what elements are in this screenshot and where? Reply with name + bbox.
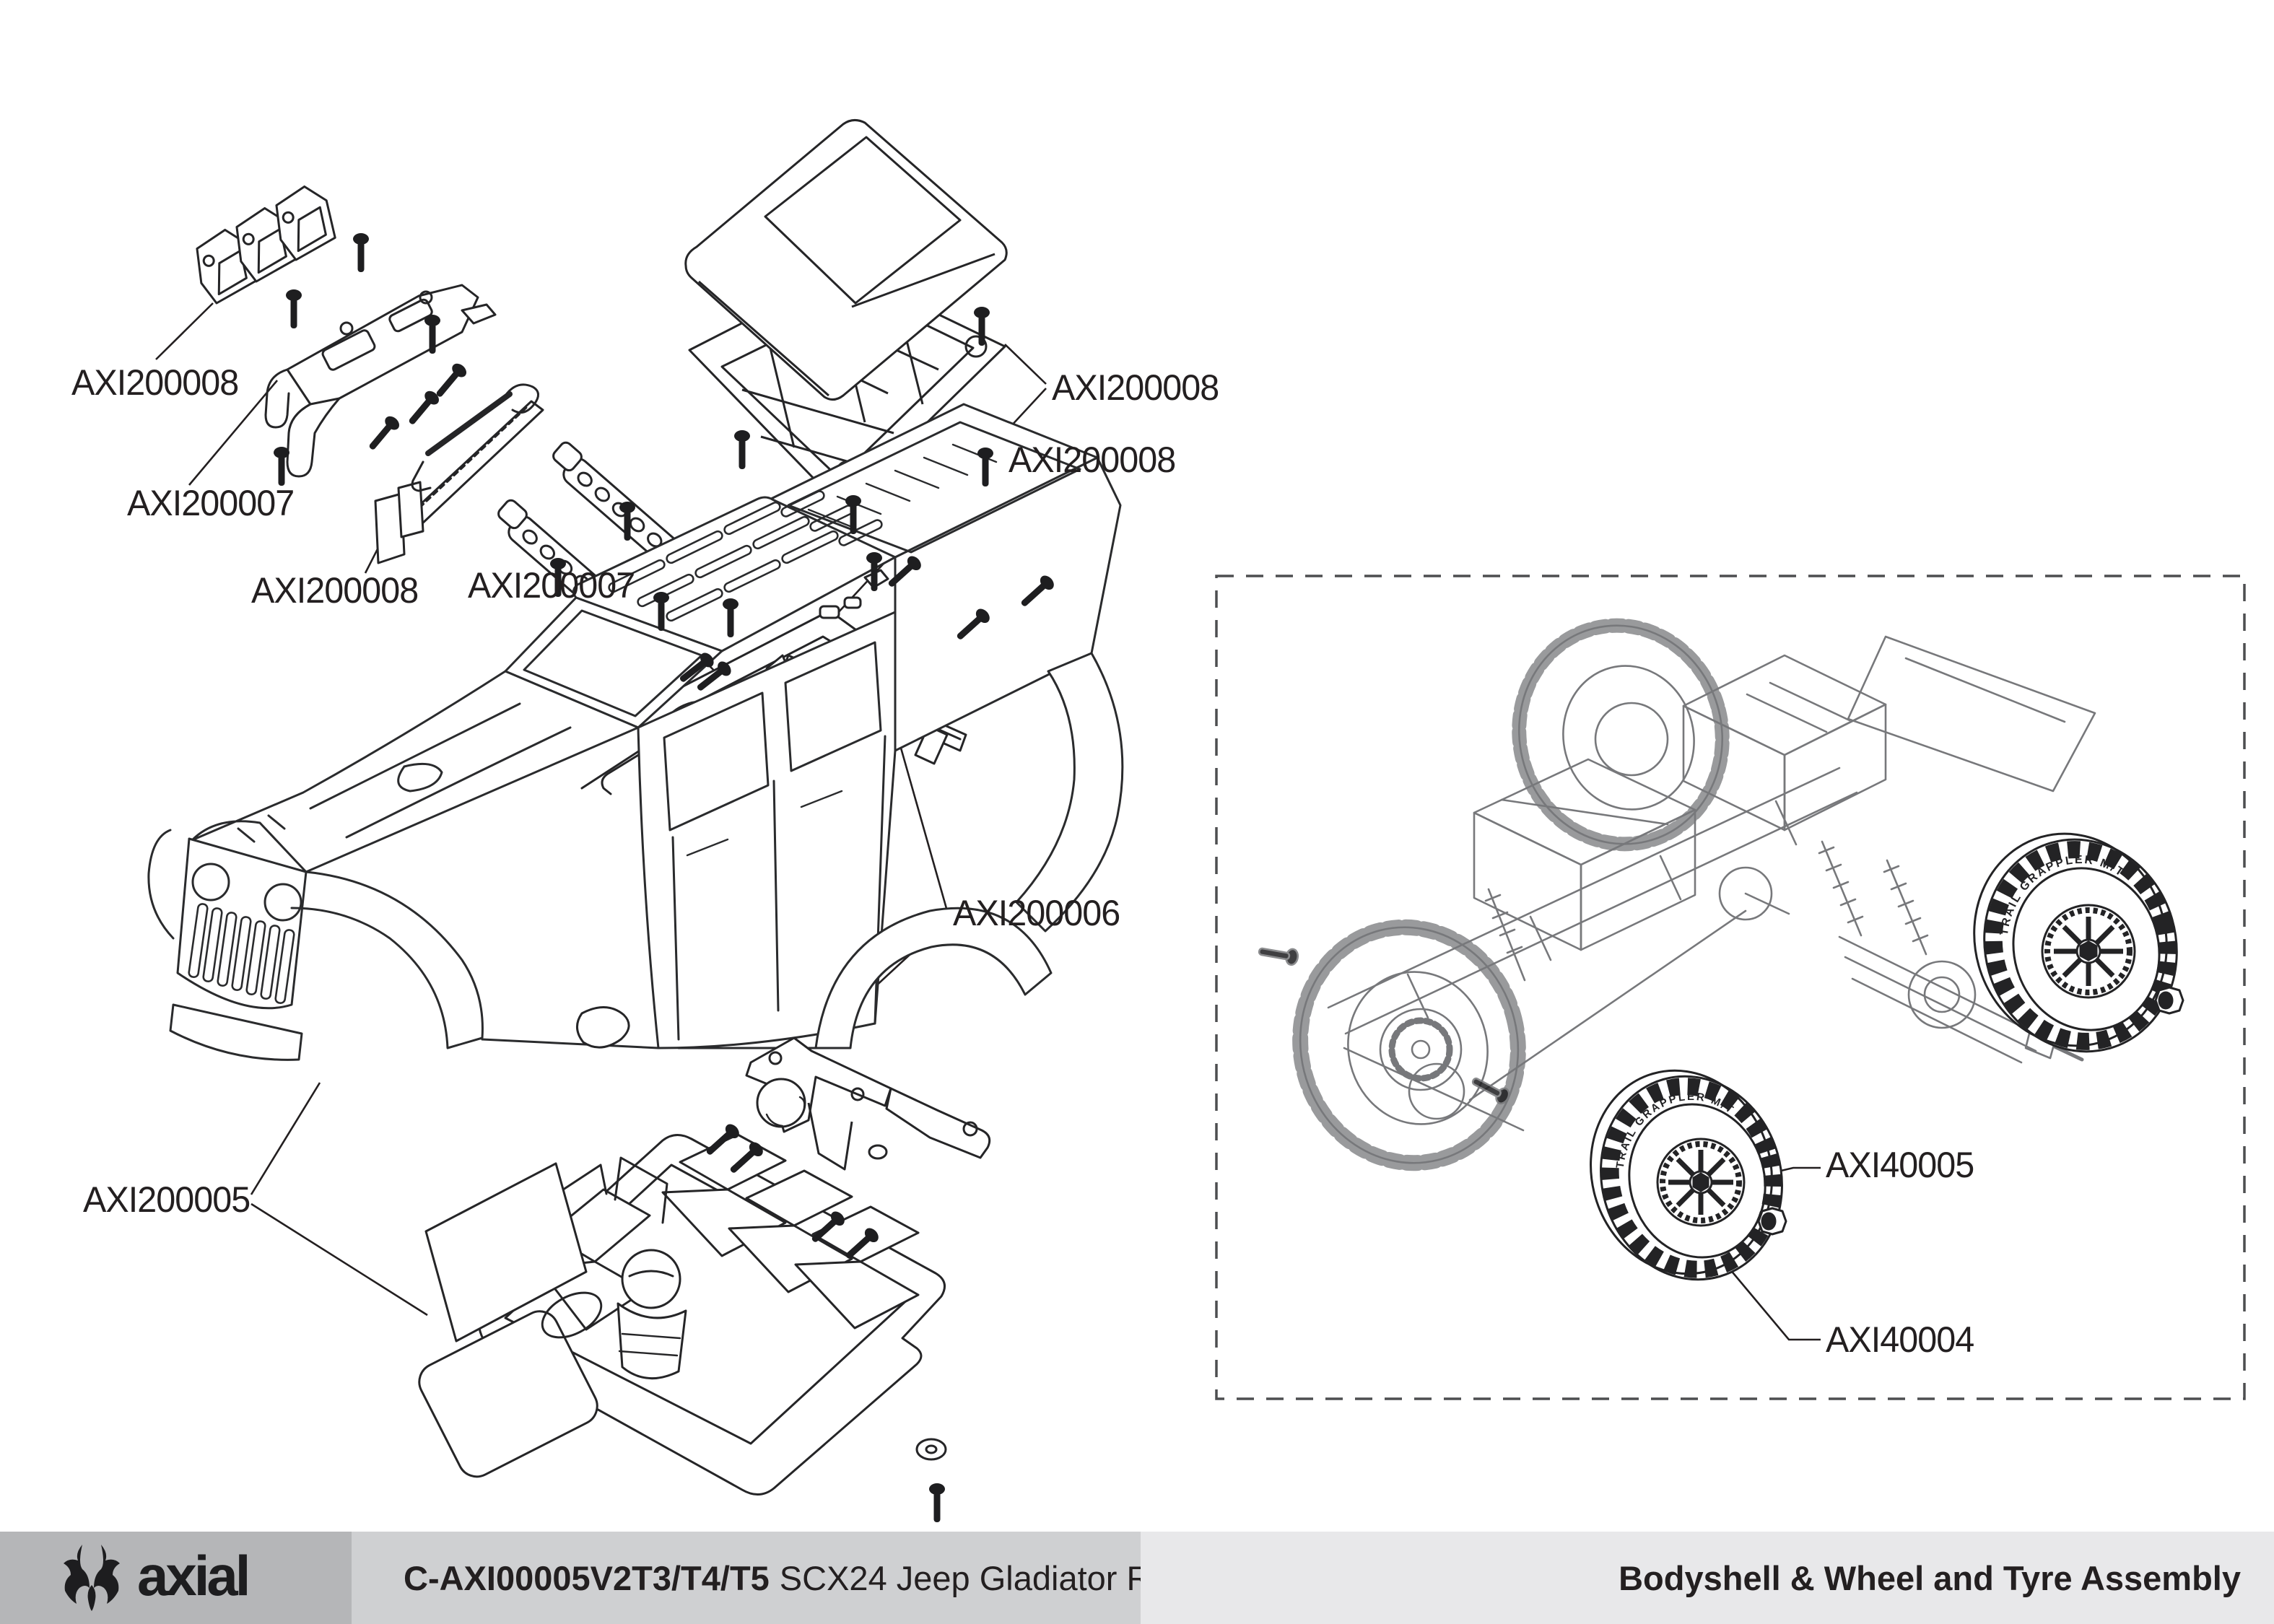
leader-roof-frame xyxy=(1004,344,1047,385)
part-label-6: AXI200007 xyxy=(468,565,635,606)
chassis-assembly xyxy=(1257,618,2096,1171)
leader-grille-inserts xyxy=(155,302,214,360)
rear-axle xyxy=(1343,1047,1525,1132)
brand-wordmark: axial xyxy=(137,1543,251,1607)
headlight-left xyxy=(191,863,230,902)
body-washer xyxy=(915,1438,947,1461)
part-label-10: AXI40004 xyxy=(1826,1319,1974,1360)
roof-panel xyxy=(684,119,1008,401)
loose-wheel-front-right: TRAIL GRAPPLER M/T xyxy=(1973,832,2178,1053)
part-label-4: AXI200008 xyxy=(1052,367,1219,408)
chassis-wheel-rear-left xyxy=(1292,919,1526,1171)
front-axle xyxy=(1838,935,2084,1064)
product-code: C-AXI00005V2T3/T4/T5 xyxy=(404,1558,770,1597)
front-bumper xyxy=(169,1003,303,1061)
driveshaft xyxy=(1468,909,1747,1101)
wheel-nut-right xyxy=(2154,986,2184,1015)
steering-wheel xyxy=(541,1291,603,1339)
leader-interior xyxy=(251,1202,428,1317)
front-fender xyxy=(290,870,484,1049)
driver-figure xyxy=(617,1249,687,1380)
loose-wheel-lower: TRAIL GRAPPLER M/T xyxy=(1590,1069,1783,1281)
leader-tyre xyxy=(1729,1268,1821,1341)
jeep-bodyshell xyxy=(147,403,1124,1061)
jack-assembly xyxy=(397,383,544,538)
grille-insert-clips xyxy=(196,185,336,305)
part-label-9: AXI40005 xyxy=(1826,1145,1974,1185)
axial-logo-icon xyxy=(64,1545,120,1611)
leader-bodyshell xyxy=(250,1082,321,1195)
front-door-window xyxy=(663,691,770,831)
rear-fender xyxy=(1015,652,1124,933)
part-label-7: AXI200006 xyxy=(953,893,1120,933)
front-grille xyxy=(176,837,308,1010)
part-label-5: AXI200008 xyxy=(1009,440,1176,480)
motor xyxy=(1718,866,1773,921)
rear-door-window xyxy=(784,641,882,772)
chassis-inset-box xyxy=(1215,575,2246,1400)
roof-ribs xyxy=(608,490,883,622)
part-label-2: AXI200007 xyxy=(127,483,295,523)
battery-box xyxy=(1473,758,1696,951)
sheet-title: Bodyshell & Wheel and Tyre Assembly xyxy=(1141,1532,2274,1624)
rear-plate xyxy=(1847,635,2096,793)
headlight-right xyxy=(263,883,302,922)
dash-panel xyxy=(418,1162,603,1478)
chassis-wheel-rear-right xyxy=(1512,618,1730,852)
driver-head xyxy=(756,1078,806,1128)
part-label-8: AXI200005 xyxy=(83,1179,251,1220)
receiver-box xyxy=(1682,654,1887,831)
shocks xyxy=(1484,840,1929,982)
brand-block: axial xyxy=(0,1532,352,1624)
cab-roof xyxy=(572,496,897,652)
side-mirror xyxy=(576,1006,630,1049)
front-body-mount xyxy=(264,284,497,478)
frame-rails xyxy=(1327,767,1858,1035)
hood xyxy=(191,670,640,873)
rear-wheel-arch xyxy=(814,907,1053,1049)
part-label-1: AXI200008 xyxy=(71,362,239,403)
footer-bar: axial C-AXI00005V2T3/T4/T5 SCX24 Jeep Gl… xyxy=(0,1532,2274,1624)
product-code-block: C-AXI00005V2T3/T4/T5 SCX24 Jeep Gladiato… xyxy=(352,1532,1195,1624)
part-label-3: AXI200008 xyxy=(251,570,419,611)
product-name: SCX24 Jeep Gladiator RTR xyxy=(779,1558,1196,1597)
wheel-nut-lower xyxy=(1757,1207,1787,1236)
leader-front-mount xyxy=(188,380,278,486)
winch-plate xyxy=(374,492,406,564)
